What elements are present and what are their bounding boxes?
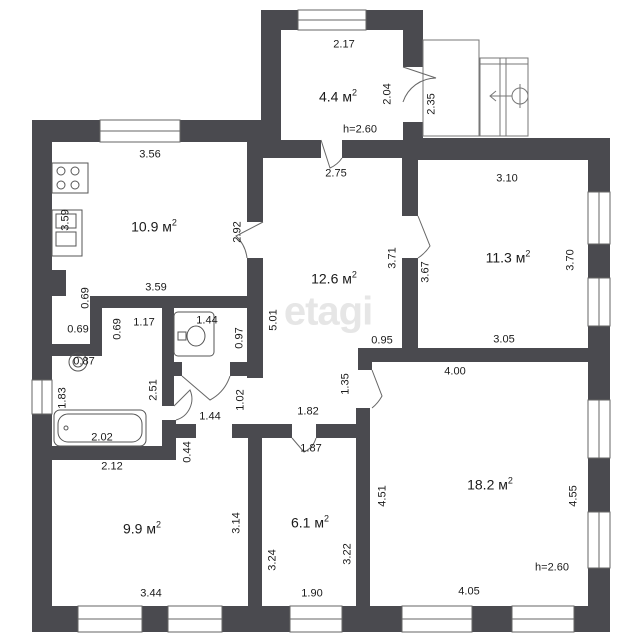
dim-kitchen-292: 2.92 [231, 221, 244, 243]
dim-kitchen-359v: 3.59 [59, 209, 72, 231]
dim-big-405: 4.05 [458, 585, 480, 598]
dim-069c: 0.69 [111, 318, 124, 340]
doors [173, 66, 437, 453]
dim-big-400: 4.00 [444, 365, 466, 378]
dim-big-451: 4.51 [376, 485, 389, 507]
dim-hall-182: 1.82 [297, 405, 319, 418]
dim-bl-314: 3.14 [230, 512, 243, 534]
dim-top-204: 2.04 [381, 83, 394, 105]
dim-closet-190: 1.90 [301, 587, 323, 600]
dim-bath-202: 2.02 [91, 431, 113, 444]
windows [31, 9, 611, 633]
balcony [422, 39, 529, 137]
room-area-closet: 6.1 м2 [291, 513, 329, 531]
dim-hall-095: 0.95 [371, 334, 393, 347]
dim-hall-501: 5.01 [267, 309, 280, 331]
dim-hall-371: 3.71 [386, 247, 399, 269]
dim-big-455: 4.55 [567, 485, 580, 507]
dim-wc-097: 0.97 [233, 327, 246, 349]
room-area-kitchen: 10.9 м2 [131, 217, 177, 235]
dim-hall-275: 2.75 [325, 167, 347, 180]
bath-fixtures [53, 311, 215, 447]
dim-closet-187: 1.87 [300, 442, 322, 455]
dim-hall-135: 1.35 [339, 373, 352, 395]
dim-bath-183: 1.83 [56, 387, 69, 409]
dim-bath-144: 1.44 [199, 410, 221, 423]
dim-right-310: 3.10 [496, 172, 518, 185]
room-area-top-small: 4.4 м2 [319, 87, 357, 105]
dim-top-217: 2.17 [333, 38, 355, 51]
dim-top-235: 2.35 [425, 93, 438, 115]
dim-bath-212: 2.12 [101, 460, 123, 473]
dim-top-height: h=2.60 [343, 123, 377, 136]
room-area-bottom-left: 9.9 м2 [123, 519, 161, 537]
dim-kitchen-359h: 3.59 [145, 281, 167, 294]
room-area-hall: 12.6 м2 [311, 269, 357, 287]
dim-right-305: 3.05 [493, 333, 515, 346]
dim-closet-324: 3.24 [266, 549, 279, 571]
dim-bath-251: 2.51 [147, 379, 160, 401]
dim-right-370: 3.70 [564, 249, 577, 271]
dim-117: 1.17 [133, 316, 155, 329]
dim-wc-144: 1.44 [196, 314, 218, 327]
room-area-big: 18.2 м2 [467, 475, 513, 493]
dim-bl-344: 3.44 [140, 587, 162, 600]
dim-069a: 0.69 [79, 287, 92, 309]
dim-069b: 0.69 [67, 323, 89, 336]
dim-right-367: 3.67 [419, 261, 432, 283]
dim-bath-102: 1.02 [234, 389, 247, 411]
dim-big-height: h=2.60 [535, 561, 569, 574]
kitchen-fixtures [51, 162, 89, 257]
dim-kitchen-356: 3.56 [139, 148, 161, 161]
dim-bath-087: 0.87 [73, 355, 95, 368]
dim-bath-044: 0.44 [181, 441, 194, 463]
watermark: etagi [283, 289, 373, 334]
room-area-right: 11.3 м2 [485, 248, 531, 266]
dim-closet-322: 3.22 [341, 543, 354, 565]
